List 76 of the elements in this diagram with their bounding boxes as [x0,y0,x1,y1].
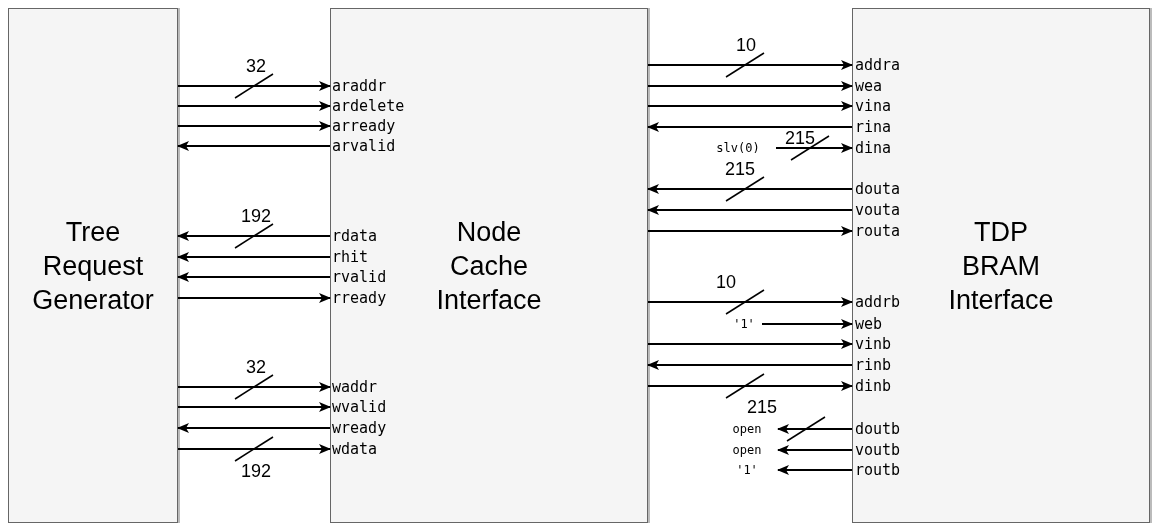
signal-arrow [177,402,331,412]
port-name: ardelete [332,97,405,115]
module-box [330,8,648,523]
port-name: routa [855,222,901,240]
port-name: vouta [855,201,901,219]
port-name: addra [855,56,901,74]
port-name: addrb [855,293,901,311]
module-title: Node Cache Interface [436,215,542,317]
signal-arrow [647,226,853,236]
port-name: rready [332,289,387,307]
signal-arrow [777,445,853,455]
port-name: arready [332,117,396,135]
signal-arrow [177,423,331,433]
signal-arrow [647,297,853,307]
port-name: web [855,315,883,333]
port-name: routb [855,461,901,479]
port-name: dina [855,139,892,157]
port-name: arvalid [332,137,396,155]
signal-arrow [647,184,853,194]
module-box [8,8,178,523]
signal-value: open [732,442,762,458]
port-name: voutb [855,441,901,459]
signal-arrow [647,205,853,215]
port-name: rhit [332,248,369,266]
signal-value: '1' [733,316,755,332]
signal-arrow [647,360,853,370]
port-name: wready [332,419,387,437]
signal-arrow [177,141,331,151]
port-name: vina [855,97,892,115]
port-name: dinb [855,377,892,395]
signal-arrow [777,465,853,475]
port-name: waddr [332,378,378,396]
bus-width-label: 10 [736,36,756,54]
port-name: wdata [332,440,378,458]
bus-width-label: 10 [716,273,736,291]
signal-arrow [177,81,331,91]
port-name: rina [855,118,892,136]
signal-arrow [177,382,331,392]
signal-value: slv(0) [716,140,760,156]
signal-arrow [647,60,853,70]
signal-value: open [732,421,762,437]
port-name: doutb [855,420,901,438]
port-name: rinb [855,356,892,374]
bus-width-label: 192 [241,207,271,225]
signal-arrow [647,381,853,391]
module-box [852,8,1150,523]
signal-arrow [177,252,331,262]
bus-width-label: 32 [246,358,266,376]
signal-arrow [761,319,853,329]
signal-arrow [777,424,853,434]
port-name: wea [855,77,883,95]
module-title: Tree Request Generator [32,215,154,317]
signal-arrow [177,231,331,241]
signal-arrow [647,339,853,349]
port-name: rvalid [332,268,387,286]
module-title: TDP BRAM Interface [948,215,1054,317]
port-name: araddr [332,77,387,95]
port-name: rdata [332,227,378,245]
bus-width-label: 192 [241,462,271,480]
port-name: wvalid [332,398,387,416]
signal-arrow [775,143,853,153]
signal-arrow [177,444,331,454]
port-name: vinb [855,335,892,353]
signal-arrow [647,101,853,111]
signal-arrow [177,121,331,131]
signal-value: '1' [736,462,758,478]
signal-arrow [177,293,331,303]
bus-width-label: 215 [725,160,755,178]
port-name: douta [855,180,901,198]
signal-arrow [177,101,331,111]
bus-width-label: 215 [785,129,815,147]
signal-arrow [177,272,331,282]
bus-width-label: 215 [747,398,777,416]
signal-arrow [647,122,853,132]
signal-arrow [647,81,853,91]
bus-width-label: 32 [246,57,266,75]
